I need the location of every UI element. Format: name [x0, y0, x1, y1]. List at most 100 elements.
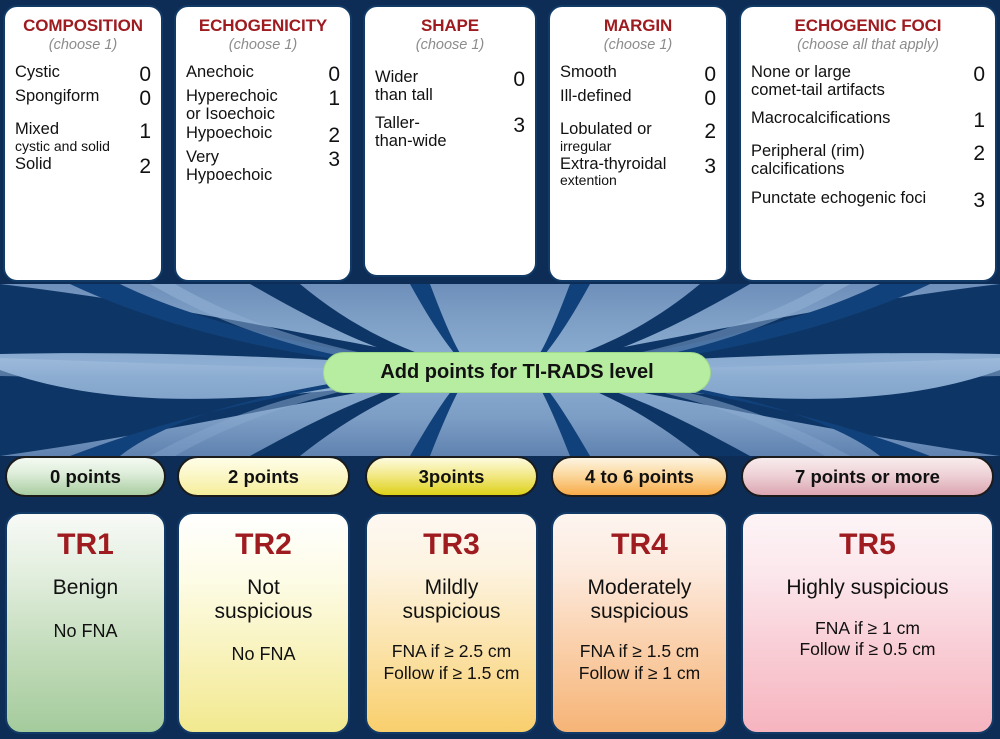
tr-card-actions: No FNA	[179, 643, 348, 666]
criterion-points: 2	[139, 154, 151, 178]
card-title: ECHOGENIC FOCI	[794, 16, 942, 35]
points-pill-0[interactable]: 0 points	[5, 456, 166, 497]
points-pill-3[interactable]: 3points	[365, 456, 538, 497]
criterion-row[interactable]: Anechoic 0	[176, 63, 350, 86]
criterion-points: 3	[513, 114, 525, 138]
card-title: ECHOGENICITY	[198, 16, 328, 35]
tr-card-tr3[interactable]: TR3 Mildly suspicious FNA if ≥ 2.5 cm Fo…	[365, 512, 538, 734]
criterion-points: 3	[704, 154, 716, 178]
criterion-points: 2	[704, 120, 716, 144]
card-subtitle: (choose 1)	[228, 37, 298, 53]
criterion-row[interactable]: Taller-than-wide 3	[365, 114, 535, 150]
card-title: SHAPE	[420, 16, 480, 35]
criterion-points: 0	[139, 87, 151, 111]
criterion-points: 3	[973, 188, 985, 212]
criterion-card-shape: SHAPE (choose 1) Wider than tall 0 Talle…	[363, 5, 537, 277]
tr-card-tr2[interactable]: TR2 Not suspicious No FNA	[177, 512, 350, 734]
criterion-label: Wider than tall	[375, 68, 433, 104]
criterion-row[interactable]: Macrocalcifications 1	[741, 109, 995, 132]
criterion-row[interactable]: Solid 2	[5, 154, 161, 178]
criterion-card-echogenic-foci: ECHOGENIC FOCI (choose all that apply) N…	[739, 5, 997, 282]
tr-card-action: Follow if ≥ 1.5 cm	[383, 662, 520, 683]
criterion-label: Spongiform	[15, 87, 100, 106]
criterion-row[interactable]: Punctate echogenic foci 3	[741, 188, 995, 212]
tr-card-action: FNA if ≥ 2.5 cm	[391, 641, 512, 662]
tr-card-action: No FNA	[53, 620, 118, 641]
card-subtitle: (choose 1)	[415, 37, 485, 53]
tr-card-name: TR1	[57, 528, 114, 561]
add-points-banner: Add points for TI-RADS level	[323, 352, 711, 393]
criterion-points: 0	[513, 68, 525, 91]
tr-card-tr1[interactable]: TR1 Benign No FNA	[5, 512, 166, 734]
criterion-label: Peripheral (rim)calcifications	[751, 142, 865, 178]
criterion-label: Anechoic	[186, 63, 254, 81]
card-subtitle: (choose 1)	[48, 37, 118, 53]
card-title: COMPOSITION	[23, 16, 143, 35]
criterion-label: Punctate echogenic foci	[751, 188, 927, 207]
criterion-row[interactable]: Cystic 0	[5, 63, 161, 86]
criterion-label: Cystic	[15, 63, 60, 81]
criterion-card-echogenicity: ECHOGENICITY (choose 1) Anechoic 0 Hyper…	[174, 5, 352, 282]
criterion-points: 0	[973, 63, 985, 86]
ribbon-background	[0, 284, 1000, 456]
criterion-card-margin: MARGIN (choose 1) Smooth 0 Ill-defined 0…	[548, 5, 728, 282]
tr-card-tr4[interactable]: TR4 Moderately suspicious FNA if ≥ 1.5 c…	[551, 512, 728, 734]
criterion-points: 1	[328, 87, 340, 111]
criterion-points: 0	[704, 87, 716, 111]
tr-card-description: Moderately suspicious	[587, 576, 692, 623]
tr-card-actions: No FNA	[7, 620, 164, 643]
criterion-label: Solid	[15, 154, 52, 173]
tr-card-action: Follow if ≥ 1 cm	[578, 662, 701, 683]
points-pill-2[interactable]: 2 points	[177, 456, 350, 497]
tr-card-description: Not suspicious	[214, 576, 313, 623]
points-pill-label: 0 points	[50, 465, 121, 487]
points-pill-7-plus[interactable]: 7 points or more	[741, 456, 994, 497]
criterion-points: 2	[328, 124, 340, 148]
criterion-card-composition: COMPOSITION (choose 1) Cystic 0 Spongifo…	[3, 5, 163, 282]
criterion-label: Smooth	[560, 63, 617, 81]
criterion-label: Ill-defined	[560, 87, 632, 106]
criterion-label: Taller-than-wide	[375, 114, 447, 150]
criterion-row[interactable]: Spongiform 0	[5, 87, 161, 111]
tr-card-action: No FNA	[231, 644, 296, 665]
criterion-row[interactable]: Smooth 0	[550, 63, 726, 86]
criterion-points: 2	[973, 142, 985, 166]
tr-card-actions: FNA if ≥ 1 cm Follow if ≥ 0.5 cm	[743, 618, 992, 662]
tr-card-description: Benign	[52, 576, 119, 599]
tr-card-action: Follow if ≥ 0.5 cm	[799, 639, 936, 660]
tr-card-action: FNA if ≥ 1.5 cm	[579, 641, 700, 662]
tr-card-name: TR4	[611, 528, 668, 561]
tr-card-tr5[interactable]: TR5 Highly suspicious FNA if ≥ 1 cm Foll…	[741, 512, 994, 734]
points-pill-4-6[interactable]: 4 to 6 points	[551, 456, 728, 497]
criterion-rows: Wider than tall 0 Taller-than-wide 3	[365, 68, 535, 151]
criterion-points: 0	[328, 63, 340, 86]
criterion-points: 3	[328, 148, 340, 172]
tr-card-name: TR2	[235, 528, 292, 561]
ribbon-swirl-graphic	[0, 284, 1000, 456]
criterion-points: 0	[704, 63, 716, 86]
points-pill-label: 7 points or more	[795, 465, 940, 487]
tr-card-name: TR5	[839, 528, 896, 561]
criterion-row[interactable]: Peripheral (rim)calcifications 2	[741, 143, 995, 178]
criterion-row[interactable]: Ill-defined 0	[550, 87, 726, 111]
criterion-points: 0	[139, 63, 151, 86]
card-subtitle: (choose 1)	[603, 37, 673, 53]
criterion-row[interactable]: Wider than tall 0	[365, 68, 535, 104]
criterion-row[interactable]: Hypoechoic 2	[176, 125, 350, 147]
tr-card-description: Mildly suspicious	[402, 576, 501, 623]
